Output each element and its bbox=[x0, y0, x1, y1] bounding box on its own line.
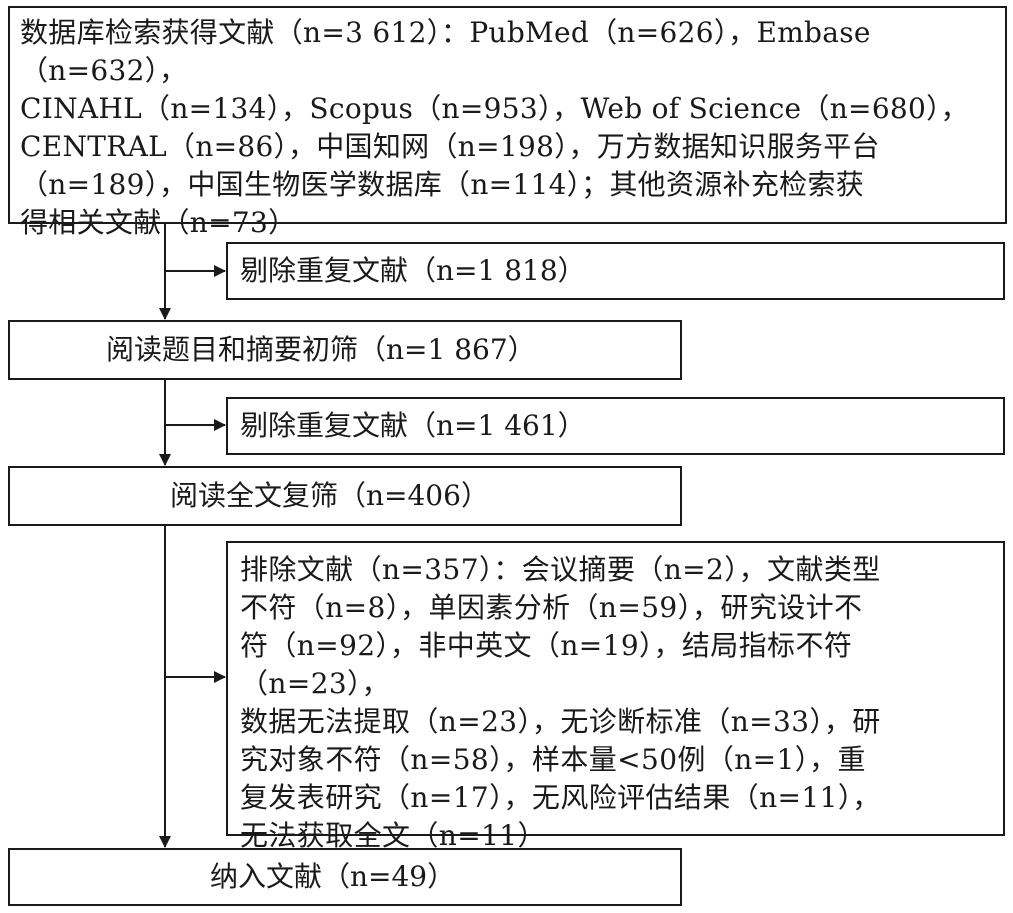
identification-line-4: （n=189），中国生物医学数据库（n=114）；其他资源补充检索获 bbox=[20, 168, 865, 201]
included-label: 纳入文献（n=49） bbox=[210, 860, 456, 893]
excluded-line-2: 不符（n=8），单因素分析（n=59），研究设计不 bbox=[240, 591, 863, 624]
excluded-line-4: 数据无法提取（n=23），无诊断标准（n=33），研 bbox=[240, 705, 881, 738]
excluded-line-3: 符（n=92），非中英文（n=19），结局指标不符（n=23）， bbox=[240, 629, 853, 700]
identification-box: 数据库检索获得文献（n=3 612）：PubMed（n=626），Embase（… bbox=[8, 6, 1007, 239]
removed-duplicates-box-1: 剔除重复文献（n=1 818） bbox=[226, 242, 1005, 300]
excluded-line-7: 无法获取全文（n=11） bbox=[240, 819, 546, 852]
excluded-box: 排除文献（n=357）：会议摘要（n=2），文献类型 不符（n=8），单因素分析… bbox=[226, 541, 1005, 852]
title-abstract-screening-box: 阅读题目和摘要初筛（n=1 867） bbox=[8, 320, 682, 380]
identification-line-1: 数据库检索获得文献（n=3 612）：PubMed（n=626），Embase（… bbox=[20, 16, 871, 87]
identification-line-2: CINAHL（n=134），Scopus（n=953），Web of Scien… bbox=[20, 92, 969, 125]
included-box: 纳入文献（n=49） bbox=[8, 848, 682, 906]
excluded-line-6: 复发表研究（n=17），无风险评估结果（n=11）， bbox=[240, 781, 881, 814]
excluded-line-1: 排除文献（n=357）：会议摘要（n=2），文献类型 bbox=[240, 553, 881, 586]
identification-line-5: 得相关文献（n=73） bbox=[20, 206, 297, 239]
title-abstract-screening-label: 阅读题目和摘要初筛（n=1 867） bbox=[106, 333, 536, 366]
removed-duplicates-box-2: 剔除重复文献（n=1 461） bbox=[226, 397, 1005, 455]
removed-duplicates-label-2: 剔除重复文献（n=1 461） bbox=[240, 409, 586, 442]
full-text-screening-label: 阅读全文复筛（n=406） bbox=[170, 479, 489, 512]
removed-duplicates-label-1: 剔除重复文献（n=1 818） bbox=[240, 254, 586, 287]
identification-line-3: CENTRAL（n=86），中国知网（n=198），万方数据知识服务平台 bbox=[20, 130, 880, 163]
full-text-screening-box: 阅读全文复筛（n=406） bbox=[8, 466, 682, 526]
excluded-line-5: 究对象不符（n=58），样本量<50例（n=1），重 bbox=[240, 743, 866, 776]
